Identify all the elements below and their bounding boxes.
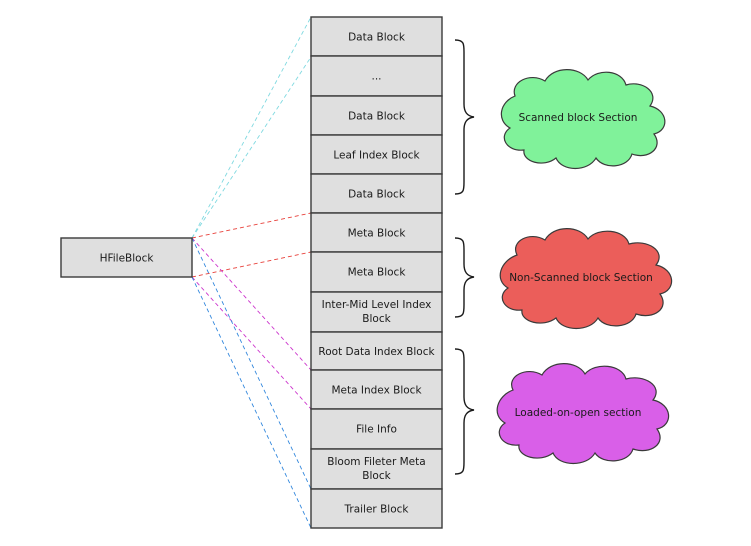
brace-loaded-on-open-section	[454, 348, 475, 475]
connector-magenta-top	[191, 237, 312, 371]
block-inter-mid-level-index: Inter-Mid Level Index Block	[310, 291, 443, 333]
connector-blue-top	[191, 237, 312, 490]
brace-scanned-section	[454, 39, 475, 195]
cloud-non-scanned-section: Non-Scanned block Section	[499, 228, 673, 330]
block-label-line-2: Block	[362, 470, 391, 482]
connector-cyan-second	[191, 56, 312, 239]
block-label-line-1: Bloom Fileter Meta	[327, 456, 425, 468]
block-meta-2: Meta Block	[310, 251, 443, 293]
block-label: Leaf Index Block	[333, 150, 420, 162]
block-label: Meta Block	[348, 228, 407, 240]
connector-cyan-top	[191, 16, 312, 239]
block-ellipsis: ...	[310, 55, 443, 97]
connector-red-bottom	[191, 251, 312, 278]
block-label: Data Block	[348, 32, 406, 44]
connector-blue-bottom	[191, 276, 312, 529]
cloud-scanned-section: Scanned block Section	[500, 69, 666, 170]
block-label: Root Data Index Block	[318, 346, 435, 358]
cloud-loaded-on-open-section: Loaded-on-open section	[496, 363, 670, 465]
block-label: Data Block	[348, 111, 406, 123]
connector-magenta-bottom	[191, 276, 312, 410]
block-label-line-1: Inter-Mid Level Index	[322, 299, 432, 311]
block-bloom-filter-meta: Bloom Fileter Meta Block	[310, 448, 443, 490]
block-leaf-index: Leaf Index Block	[310, 134, 443, 175]
block-label-line-2: Block	[362, 313, 391, 325]
block-label: Trailer Block	[344, 504, 410, 516]
cloud-label: Non-Scanned block Section	[509, 272, 653, 284]
block-label: Meta Index Block	[331, 385, 422, 397]
block-data-2: Data Block	[310, 95, 443, 136]
connector-lines	[191, 16, 312, 529]
block-root-data-index: Root Data Index Block	[310, 331, 443, 371]
block-label: ...	[371, 71, 381, 83]
block-meta-index: Meta Index Block	[310, 369, 443, 410]
block-label: Meta Block	[348, 267, 407, 279]
block-data-3: Data Block	[310, 173, 443, 214]
block-label: File Info	[356, 424, 397, 436]
block-label: Data Block	[348, 189, 406, 201]
hfileblock-node: HFileBlock	[60, 237, 193, 278]
block-meta-1: Meta Block	[310, 212, 443, 253]
cloud-label: Loaded-on-open section	[515, 407, 642, 419]
hfileblock-label: HFileBlock	[100, 253, 155, 265]
block-trailer: Trailer Block	[310, 488, 443, 529]
brace-non-scanned-section	[454, 237, 475, 318]
connector-red-top	[191, 212, 312, 239]
block-data-1: Data Block	[310, 16, 443, 57]
block-file-info: File Info	[310, 408, 443, 450]
block-stack: Data Block ... Data Block Leaf Index Blo…	[310, 16, 443, 529]
cloud-label: Scanned block Section	[519, 112, 638, 124]
